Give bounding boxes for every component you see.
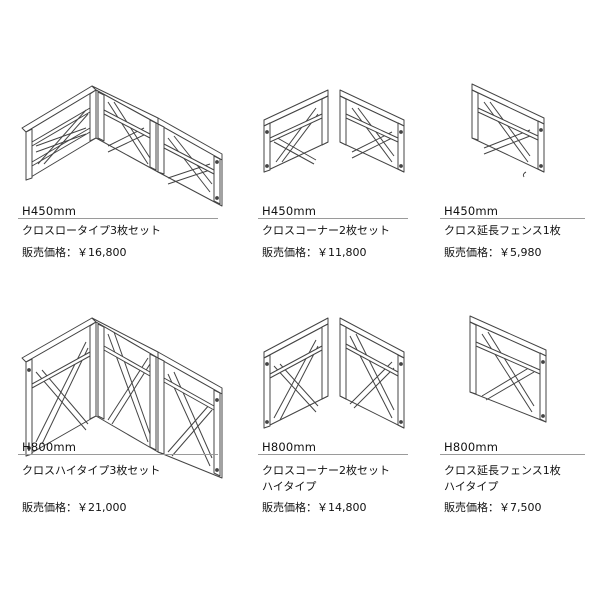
product-card: H800mm クロス延長フェンス1枚 ハイタイプ 販売価格：￥7,500 xyxy=(440,312,600,514)
product-card: H800mm クロスコーナー2枚セット ハイタイプ 販売価格：￥14,800 xyxy=(258,312,448,514)
product-card: H800mm クロスハイタイプ3枚セット 販売価格：￥21,000 xyxy=(18,312,223,514)
product-height: H800mm xyxy=(22,440,77,454)
product-name: クロス延長フェンス1枚 xyxy=(444,224,561,237)
product-height: H450mm xyxy=(262,204,317,218)
product-subtype: ハイタイプ xyxy=(262,480,317,493)
product-card: H450mm クロスコーナー2枚セット 販売価格：￥11,800 xyxy=(258,80,448,270)
product-price: 販売価格：￥11,800 xyxy=(262,246,367,259)
single-extension-high-fence-icon xyxy=(440,312,590,432)
product-height: H450mm xyxy=(22,204,77,218)
product-name: クロス延長フェンス1枚 xyxy=(444,464,561,477)
product-price: 販売価格：￥5,980 xyxy=(444,246,542,259)
product-price: 販売価格：￥14,800 xyxy=(262,501,367,514)
divider xyxy=(18,454,218,455)
divider xyxy=(258,454,408,455)
product-name: クロスハイタイプ3枚セット xyxy=(22,464,161,477)
product-name: クロスロータイプ3枚セット xyxy=(22,224,161,237)
single-extension-low-fence-icon xyxy=(440,80,590,180)
divider xyxy=(18,218,218,219)
product-price: 販売価格：￥7,500 xyxy=(444,501,542,514)
product-price: 販売価格：￥16,800 xyxy=(22,246,127,259)
two-panel-corner-low-fence-icon xyxy=(258,80,418,190)
product-name: クロスコーナー2枚セット xyxy=(262,464,390,477)
product-card: H450mm クロスロータイプ3枚セット 販売価格：￥16,800 xyxy=(18,80,223,270)
product-height: H800mm xyxy=(262,440,317,454)
product-height: H450mm xyxy=(444,204,499,218)
product-price: 販売価格：￥21,000 xyxy=(22,501,127,514)
divider xyxy=(440,454,585,455)
three-panel-high-fence-icon xyxy=(18,312,228,482)
product-height: H800mm xyxy=(444,440,499,454)
divider xyxy=(258,218,408,219)
product-name: クロスコーナー2枚セット xyxy=(262,224,390,237)
three-panel-low-fence-icon xyxy=(18,80,228,210)
two-panel-corner-high-fence-icon xyxy=(258,312,418,432)
product-card: H450mm クロス延長フェンス1枚 販売価格：￥5,980 xyxy=(440,80,600,270)
divider xyxy=(440,218,585,219)
product-subtype: ハイタイプ xyxy=(444,480,499,493)
